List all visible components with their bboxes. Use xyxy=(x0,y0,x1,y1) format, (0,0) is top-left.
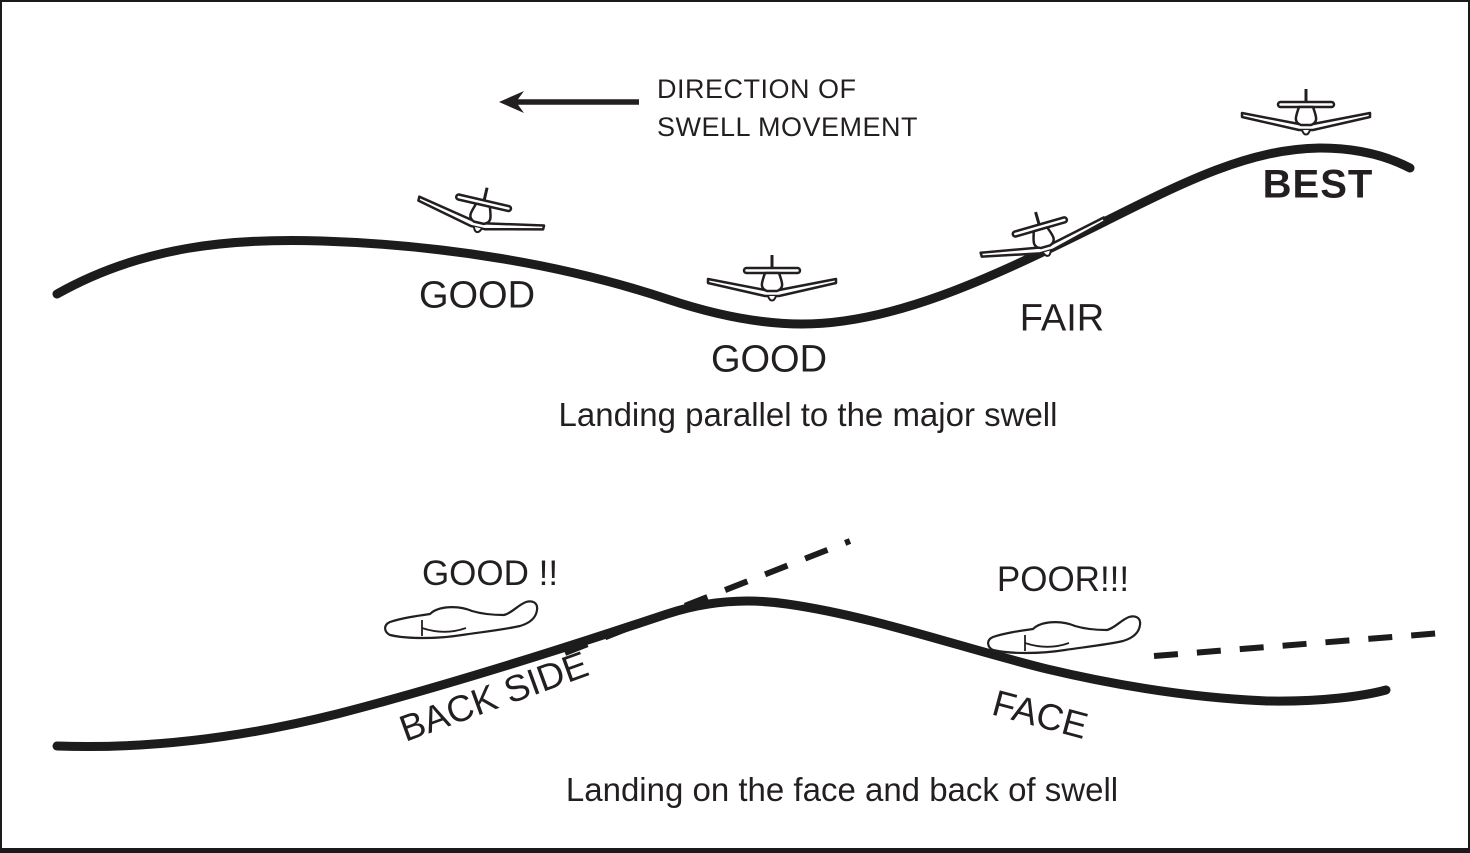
label-fair: FAIR xyxy=(1019,297,1105,340)
face-dashed-line xyxy=(1153,630,1443,659)
backside-dashed-line xyxy=(563,538,852,656)
label-poor-face: POOR!!! xyxy=(996,560,1130,599)
direction-label-line1: DIRECTION OF xyxy=(657,74,857,104)
upper-caption: Landing parallel to the major swell xyxy=(558,396,1058,433)
airplane-front-level-icon xyxy=(1240,87,1372,136)
lower-swell-curve xyxy=(52,596,1391,752)
seaplane-side-icon xyxy=(384,600,539,640)
direction-label-line2: SWELL MOVEMENT xyxy=(657,112,919,142)
airplane-front-banked-left-icon xyxy=(412,171,551,248)
airplane-front-level-icon xyxy=(706,253,838,302)
label-good-downslope: GOOD xyxy=(418,274,536,317)
label-best: BEST xyxy=(1262,162,1374,207)
direction-label: DIRECTION OF SWELL MOVEMENT xyxy=(657,70,918,146)
lower-caption: Landing on the face and back of swell xyxy=(565,771,1119,808)
label-good-backside: GOOD !! xyxy=(421,554,559,593)
left-arrow-icon xyxy=(499,91,639,113)
label-good-trough: GOOD xyxy=(710,338,828,381)
upper-swell-curve xyxy=(52,143,1415,329)
seaplane-side-icon xyxy=(987,615,1142,655)
